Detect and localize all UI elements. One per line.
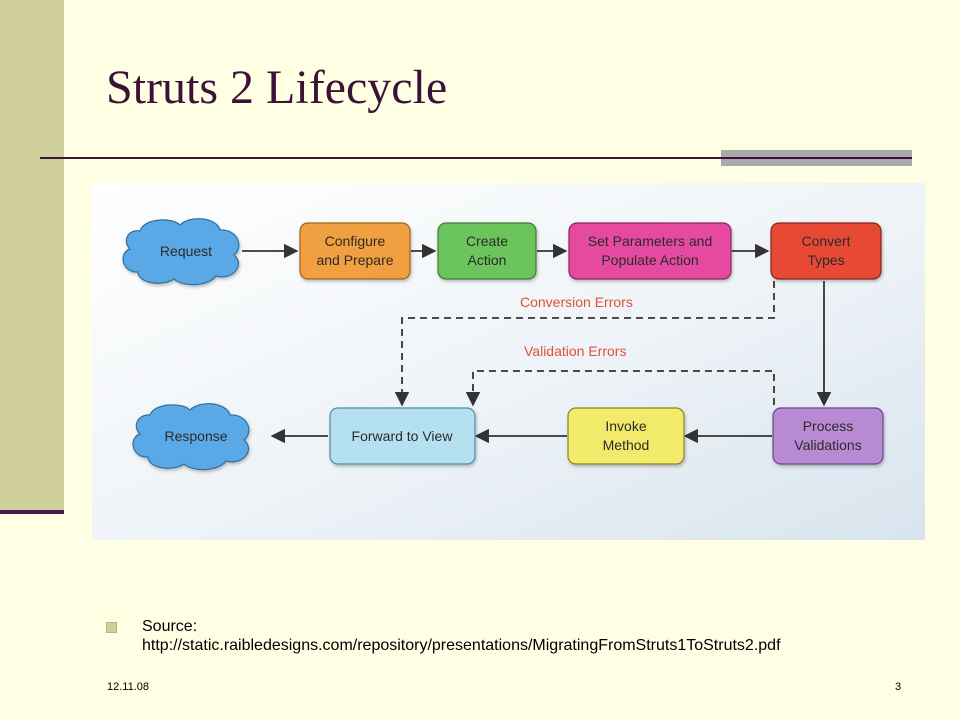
left-accent-bar (0, 0, 64, 510)
validation-errors-label: Validation Errors (524, 343, 626, 359)
arrow-conversion-errors (394, 281, 775, 407)
page-number: 3 (895, 681, 902, 693)
lifecycle-diagram: Conversion Errors Validation Errors Requ… (92, 183, 925, 540)
process-box (772, 407, 884, 465)
setparams-label-line1: Set Parameters and (588, 233, 713, 249)
title-underline (40, 157, 912, 159)
create-label-line1: Create (466, 233, 508, 249)
convert-box (770, 222, 882, 280)
title-underline-accent-line (721, 157, 912, 159)
response-label: Response (164, 428, 227, 444)
create-label-line2: Action (468, 252, 507, 268)
setparams-label-line2: Populate Action (601, 252, 698, 268)
conversion-errors-label: Conversion Errors (520, 294, 633, 310)
process-label-line1: Process (803, 418, 854, 434)
slide-date: 12.11.08 (107, 681, 150, 693)
convert-label-line2: Types (807, 252, 844, 268)
response-cloud-shape (132, 403, 250, 471)
forward-label: Forward to View (352, 428, 454, 444)
left-accent-bar-foot (0, 510, 64, 514)
slide-title: Struts 2 Lifecycle (106, 61, 448, 114)
request-label: Request (160, 243, 212, 259)
invoke-node: Invoke Method (567, 407, 685, 465)
request-node: Request (122, 218, 240, 286)
process-label-line2: Validations (794, 437, 861, 453)
response-node: Response (132, 403, 250, 471)
create-node: Create Action (437, 222, 537, 280)
forward-node: Forward to View (329, 407, 476, 465)
source-url: http://static.raibledesigns.com/reposito… (142, 637, 781, 654)
arrow-validation-errors (465, 370, 775, 407)
forward-box (329, 407, 476, 465)
create-box (437, 222, 537, 280)
setparams-node: Set Parameters and Populate Action (568, 222, 732, 280)
configure-node: Configure and Prepare (299, 222, 411, 280)
configure-box (299, 222, 411, 280)
configure-label-line2: and Prepare (316, 252, 393, 268)
invoke-box (567, 407, 685, 465)
lifecycle-diagram-svg: Conversion Errors Validation Errors Requ… (92, 183, 925, 540)
source-label: Source: (142, 618, 198, 635)
process-node: Process Validations (772, 407, 884, 465)
invoke-label-line2: Method (603, 437, 650, 453)
convert-node: Convert Types (770, 222, 882, 280)
invoke-label-line1: Invoke (605, 418, 646, 434)
configure-label-line1: Configure (325, 233, 386, 249)
setparams-box (568, 222, 732, 280)
request-cloud-shape (122, 218, 240, 286)
convert-label-line1: Convert (801, 233, 850, 249)
bullet-marker (106, 622, 117, 633)
source-text: Source: http://static.raibledesigns.com/… (142, 617, 942, 655)
